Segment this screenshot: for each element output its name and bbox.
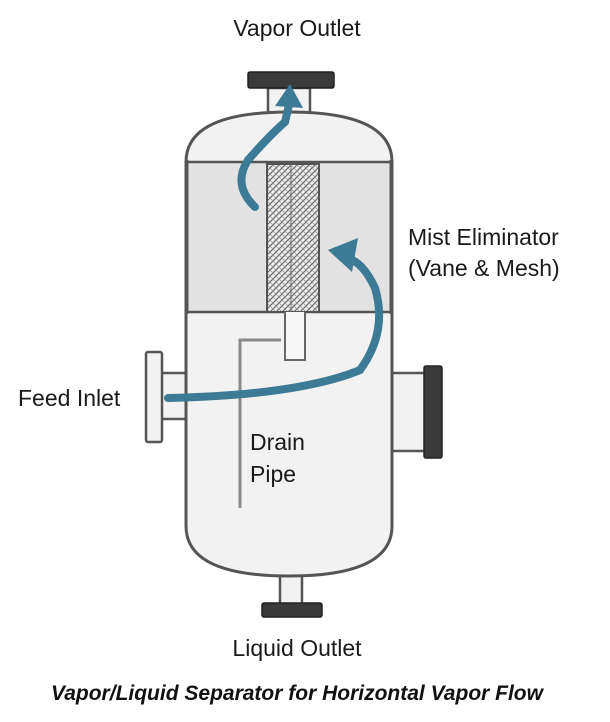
mist-eliminator-label-line1: Mist Eliminator (408, 224, 559, 250)
feed-inlet-label: Feed Inlet (18, 385, 121, 411)
drain-pipe-label-line2: Pipe (250, 461, 296, 487)
figure-caption: Vapor/Liquid Separator for Horizontal Va… (51, 682, 545, 705)
vapor-outlet-label: Vapor Outlet (233, 15, 361, 41)
drain-pipe-label-line1: Drain (250, 429, 305, 455)
drain-seal (284, 312, 306, 361)
side-nozzle-right (386, 365, 443, 459)
drain-pipe (238, 338, 281, 508)
feed-flow-arrow (164, 238, 384, 402)
mist-eliminator-pad (266, 163, 320, 313)
liquid-outlet-label: Liquid Outlet (232, 635, 362, 661)
vapor-flow-arrow (237, 84, 303, 211)
mist-eliminator-label-line2: (Vane & Mesh) (408, 255, 560, 281)
liquid-outlet-nozzle (261, 572, 323, 618)
